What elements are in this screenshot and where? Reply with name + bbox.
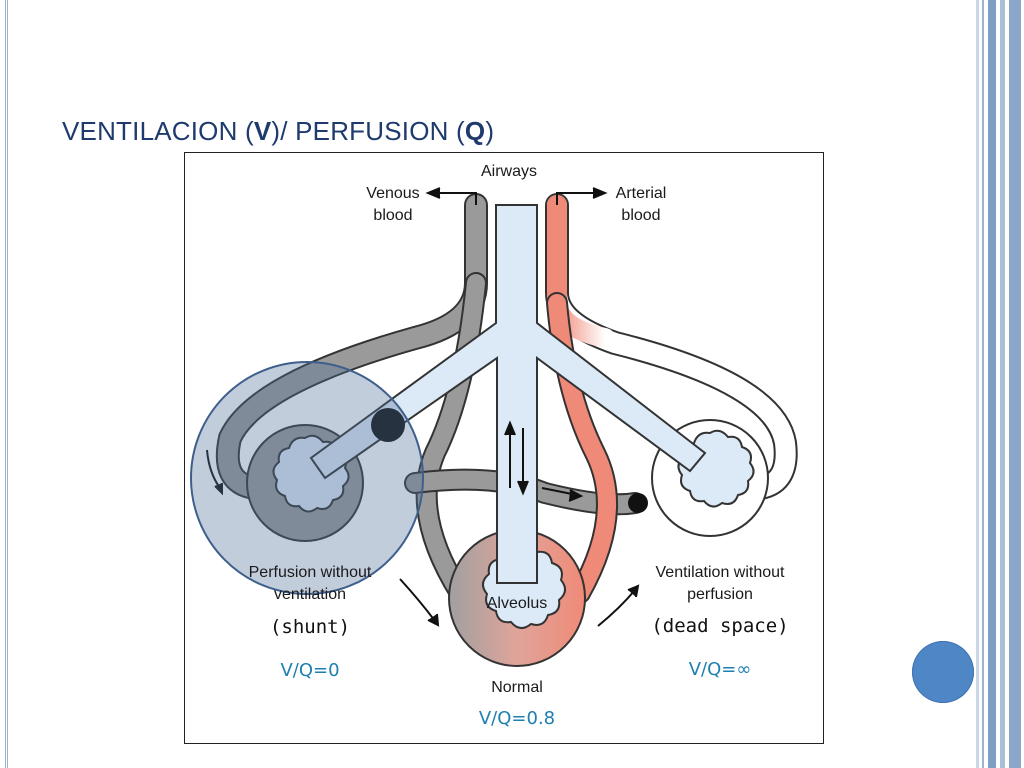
left-border-rule bbox=[0, 0, 8, 768]
shunt-label: (shunt) bbox=[269, 616, 351, 638]
airway-tree bbox=[309, 204, 707, 584]
dead-space-ratio: V/Q=∞ bbox=[688, 659, 752, 680]
slide-title: VENTILACION (V)/ PERFUSION (Q) bbox=[62, 116, 495, 146]
airways-label: Airways bbox=[480, 163, 537, 180]
airway-blockage-dot bbox=[371, 408, 405, 442]
dead-space-label: (dead space) bbox=[651, 615, 789, 637]
vq-diagram-graphic bbox=[190, 187, 798, 667]
flow-arrows bbox=[206, 187, 640, 627]
normal-label: Normal bbox=[491, 679, 543, 696]
right-decorative-bars bbox=[976, 0, 1024, 768]
normal-ratio: V/Q=0.8 bbox=[478, 708, 556, 729]
shunt-ratio: V/Q=0 bbox=[280, 660, 340, 681]
slide-nav-button[interactable] bbox=[912, 641, 974, 703]
shunt-highlight-circle bbox=[190, 361, 424, 595]
alveolus-label: Alveolus bbox=[486, 595, 548, 612]
vessel-blockage-dot bbox=[628, 493, 648, 513]
